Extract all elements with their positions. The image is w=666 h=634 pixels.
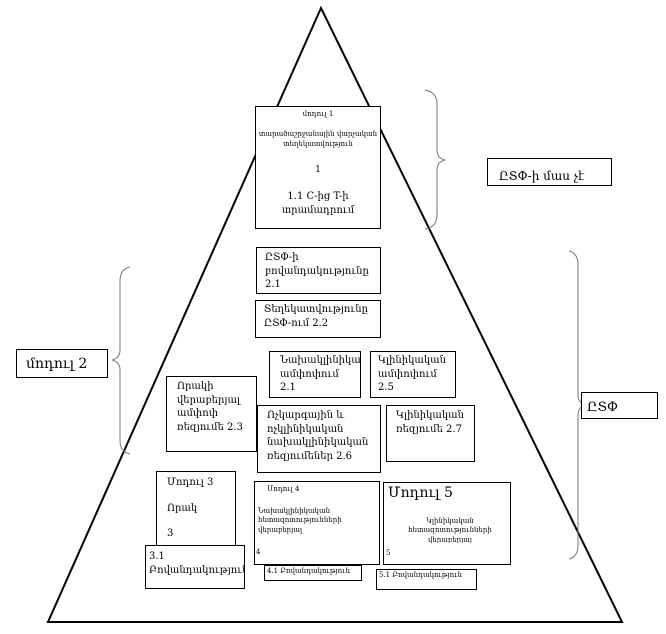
label-csf: ԸՏՓ [581,392,658,419]
module4-title: Մոդուլ 4 [267,485,300,493]
box-clinical-summary-2-7: Կլինիկական ռեզյումե 2.7 [386,405,475,462]
module5-section: 5.1 Բովանդակություն [379,571,462,579]
module5-section-box: 5.1 Բովանդակություն [376,569,477,590]
module4-subtitle: Նախակլինիկական հետազոտությունների վերաբե… [258,507,342,534]
module1-section: 1.1 C-ից T-ի տրամադրում [281,191,355,216]
box-information-2-2: Տեղեկատվությունը ԸՏՓ-ում 2.2 [255,300,381,338]
module4-number: 4 [256,548,261,556]
brace-module1 [424,89,446,230]
module4-subtitle-box: Նախակլինիկական հետազոտությունների վերաբե… [255,507,379,535]
label-not-part-of-ctd-text: ԸՏՓ-ի մաս չէ [499,169,585,183]
module1-number: 1 [315,165,321,176]
box-csf-content-2-1: ԸՏՓ-ի բովանդակությունը 2.1 [256,247,381,294]
pyramid-outline [46,5,624,623]
box-csf-content-2-1-text: ԸՏՓ-ի բովանդակությունը 2.1 [265,252,369,290]
module4-section-box: 4.1 Բովանդակություն [264,565,362,581]
module5-title: Մոդուլ 5 [388,485,453,501]
module5-subtitle: Կլինիկական հետազոտությունների վերաբերյալ… [408,517,492,543]
module5-number: 5 [386,549,391,557]
module5-box: Մոդուլ 5 [383,482,511,565]
box-clinical-overview-2-5: Կլինիկական ամփոփում 2.5 [370,351,456,398]
module3-title: Մոդուլ 3 [167,477,214,488]
box-information-2-2-text: Տեղեկատվությունը ԸՏՓ-ում 2.2 [264,304,368,329]
brace-module2 [111,266,131,455]
box-nonclinical-overview-2-1: Նախակլինիկական ամփոփում 2.1 [269,351,361,398]
module1-title: մոդուլ 1 [302,110,334,118]
module3-box: Մոդուլ 3 Որակ 3 [156,471,236,546]
module4-number-box: 4 [256,548,266,560]
label-csf-text: ԸՏՓ [587,400,619,415]
module1-subtitle: տարածաշրջանային վարչական տեղեկատվություն [258,130,378,148]
module5-subtitle-box: Կլինիկական հետազոտությունների վերաբերյալ… [392,517,508,543]
box-clinical-summary-2-7-text: Կլինիկական ռեզյումե 2.7 [396,410,465,435]
box-quality-summary-2-3-text: Որակի վերաբերյալ ամփոփ ռեզյումե 2.3 [177,381,243,433]
box-clinical-overview-2-5-text: Կլինիկական ամփոփում 2.5 [378,355,447,393]
module3-section-box: 3.1 Բովանդակություն [145,545,245,589]
box-nonclinical-summaries-2-6-text: Ոչկարգային և ոչկլինիկական նախակլինիկական… [267,410,369,462]
label-not-part-of-ctd: ԸՏՓ-ի մաս չէ [487,158,612,186]
module3-section: 3.1 Բովանդակություն [149,551,245,576]
label-module2: մոդուլ 2 [16,349,108,378]
box-nonclinical-overview-2-1-text: Նախակլինիկական ամփոփում 2.1 [280,355,361,393]
box-quality-summary-2-3: Որակի վերաբերյալ ամփոփ ռեզյումե 2.3 [166,376,257,452]
module5-number-box: 5 [386,549,396,561]
module4-section: 4.1 Բովանդակություն [267,567,350,575]
label-module2-text: մոդուլ 2 [26,356,88,372]
module3-subtitle: Որակ [167,502,198,514]
box-nonclinical-summaries-2-6: Ոչկարգային և ոչկլինիկական նախակլինիկական… [257,405,381,473]
module3-number: 3 [167,528,174,539]
module4-box: Մոդուլ 4 [254,481,380,565]
module1-box: մոդուլ 1 տարածաշրջանային վարչական տեղեկա… [255,106,381,229]
